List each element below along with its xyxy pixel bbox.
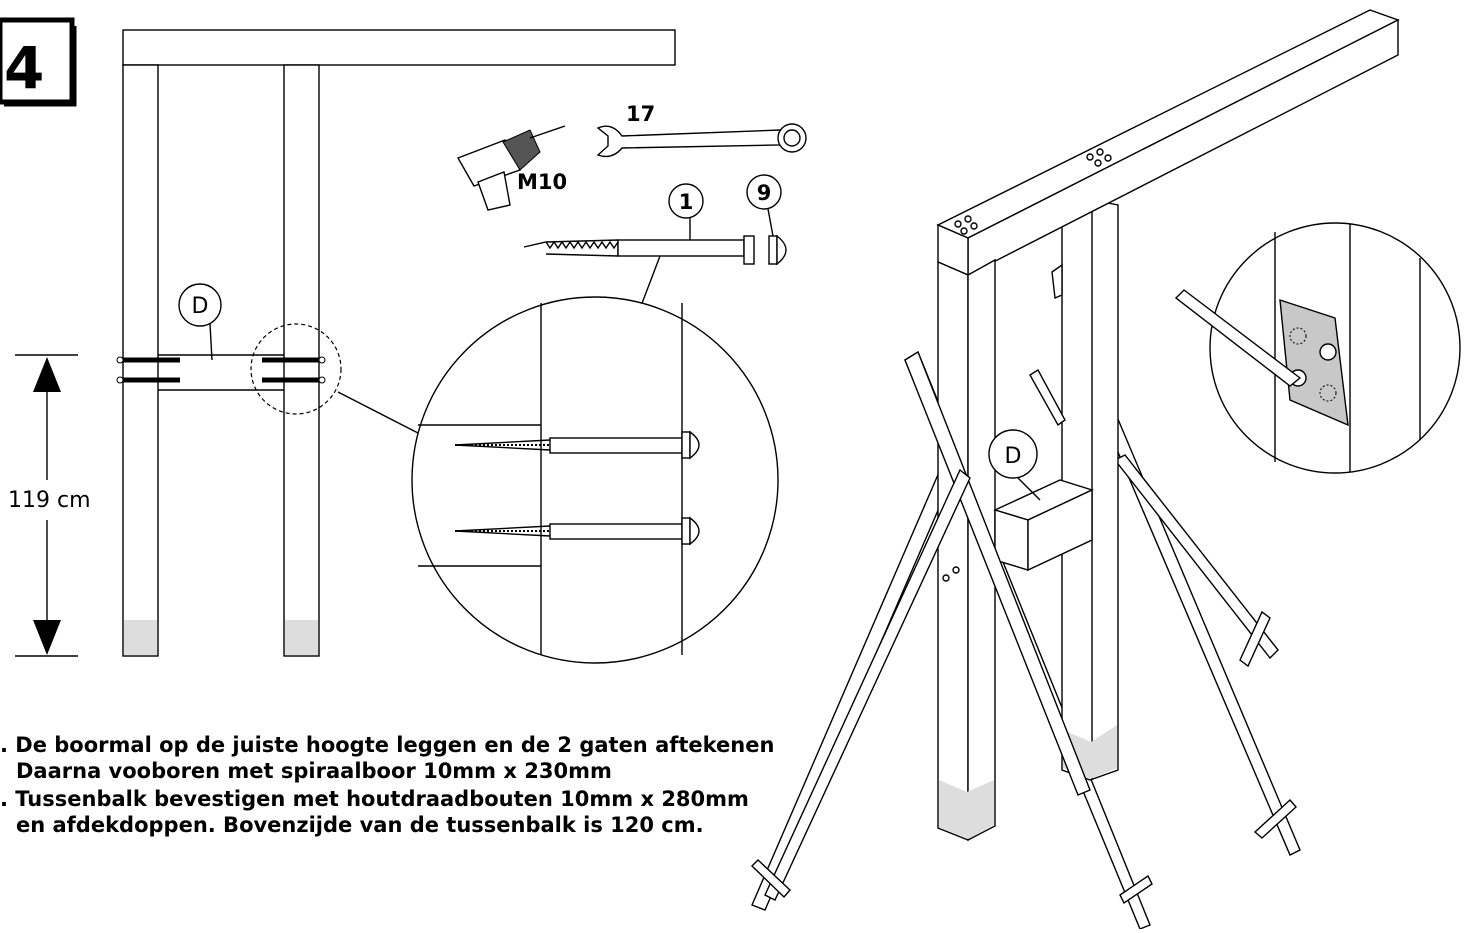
part-d-label: D xyxy=(192,294,209,319)
bolt-right-top xyxy=(262,356,326,364)
marking-detail xyxy=(1174,222,1461,474)
detail-magnifier xyxy=(411,296,779,664)
drill-icon: M10 xyxy=(456,125,567,211)
part-d-callout xyxy=(178,283,222,327)
detail-bolt-top xyxy=(454,430,700,460)
arrow-up-icon xyxy=(33,357,61,392)
instruction-2-line-2: en afdekdoppen. Bovenzijde van de tussen… xyxy=(16,813,704,837)
part-d-3d-label: D xyxy=(1005,444,1022,469)
wrench-icon: 17 xyxy=(596,102,807,158)
cap-number-label: 9 xyxy=(757,181,772,205)
lag-bolt-part: 1 xyxy=(523,183,755,441)
bolt-right-bottom xyxy=(262,376,326,384)
instruction-2-line-1: . Tussenbalk bevestigen met houtdraadbou… xyxy=(0,787,749,811)
drill-template-plate xyxy=(1279,299,1349,427)
step-number: 4 xyxy=(4,34,44,102)
drill-size-label: M10 xyxy=(517,170,567,194)
step-badge: 4 xyxy=(0,17,77,107)
height-dimension: 119 cm xyxy=(8,354,91,657)
instruction-1-line-2: Daarna vooboren met spiraalboor 10mm x 2… xyxy=(16,759,612,783)
bolt-left-top xyxy=(116,356,180,364)
height-label: 119 cm xyxy=(8,488,91,513)
detail-bolt-bottom xyxy=(454,516,700,546)
front-view-frame: D xyxy=(116,29,676,657)
perspective-frame: D xyxy=(751,9,1400,930)
bolt-left-bottom xyxy=(116,376,180,384)
instruction-1-line-1: . De boormal op de juiste hoogte leggen … xyxy=(0,733,774,757)
part-d-3d-callout xyxy=(988,429,1038,479)
wrench-size-label: 17 xyxy=(626,102,655,126)
bolt-number-label: 1 xyxy=(679,190,694,214)
arrow-down-icon xyxy=(33,620,61,655)
cap-part: 9 xyxy=(746,174,787,266)
pencil-icon xyxy=(1174,289,1302,387)
instructions: . De boormal op de juiste hoogte leggen … xyxy=(0,733,774,837)
